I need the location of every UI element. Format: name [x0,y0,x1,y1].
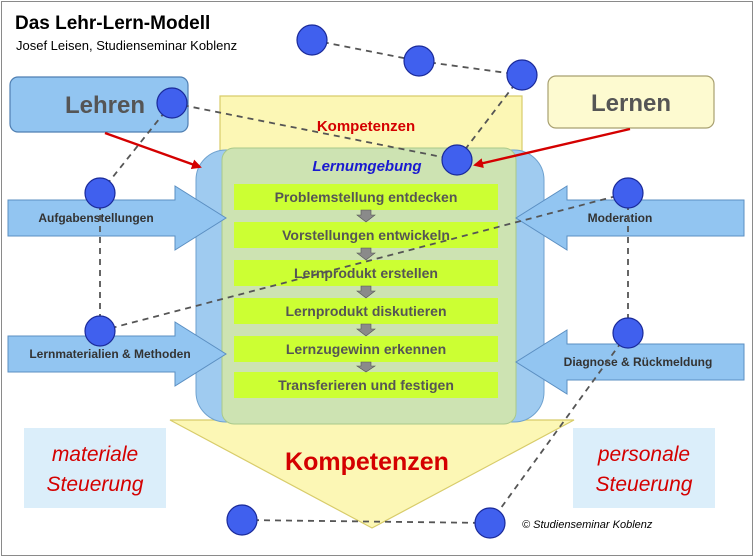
personale-steuerung-box: personale Steuerung [573,428,715,508]
step-label: Lernzugewinn erkennen [286,341,446,357]
step-box [234,184,498,210]
arrow-lernmaterialien: Lernmaterialien & Methoden [7,321,227,387]
lernumgebung-label: Lernumgebung [312,158,421,175]
step-label: Problemstellung entdecken [275,189,458,205]
network-nodes [84,24,644,539]
step-box [234,336,498,362]
down-arrow-icon [356,209,376,223]
node-dot [612,177,644,209]
arrow-diagnose: Diagnose & Rückmeldung [515,329,745,395]
arrow-label: Diagnose & Rückmeldung [564,355,713,369]
step-label: Vorstellungen entwickeln [282,227,450,243]
step-box [234,372,498,398]
node-dot [474,507,506,539]
red-arrow-lehren [104,131,202,170]
page-title: Das Lehr-Lern-Modell [15,13,210,34]
step-box [234,222,498,248]
down-arrow-icon [356,285,376,299]
lernen-box: Lernen [547,75,715,129]
materiale-steuerung-box: materiale Steuerung [24,428,166,508]
steuerung-label: Steuerung [596,473,693,496]
lernen-label: Lernen [591,90,671,117]
node-dot [441,144,473,176]
down-arrow-icon [356,247,376,261]
step-connectors [356,209,376,373]
node-dot [84,177,116,209]
arrow-label: Moderation [588,211,653,225]
steuerung-label: Steuerung [47,473,144,496]
copyright-note: © Studienseminar Koblenz [522,519,653,531]
node-dot [403,45,435,77]
step-label: Lernprodukt diskutieren [285,303,446,319]
node-dot [84,315,116,347]
node-dot [156,87,188,119]
page-subtitle: Josef Leisen, Studienseminar Koblenz [16,38,237,53]
steuerung-label: materiale [52,443,138,466]
node-dot [612,317,644,349]
node-dot [226,504,258,536]
arrow-aufgabenstellungen: Aufgabenstellungen [7,185,227,251]
arrow-label: Lernmaterialien & Methoden [29,347,190,361]
lehren-box: Lehren [9,76,189,133]
down-arrow-icon [356,361,376,373]
node-dot [506,59,538,91]
node-dot [296,24,328,56]
step-label: Transferieren und festigen [278,377,454,393]
step-box [234,260,498,286]
lehren-label: Lehren [65,92,145,119]
step-box [234,298,498,324]
arrow-moderation: Moderation [515,185,745,251]
steuerung-label: personale [597,443,690,466]
step-label: Lernprodukt erstellen [294,265,438,281]
arrow-label: Aufgabenstellungen [38,211,153,225]
competence-top-label: Kompetenzen [317,118,415,135]
competence-bottom-label: Kompetenzen [285,448,449,476]
process-steps: Problemstellung entdecken Vorstellungen … [234,184,498,398]
red-arrow-lernen [473,127,631,169]
dashed-network [99,39,629,524]
down-arrow-icon [356,323,376,337]
